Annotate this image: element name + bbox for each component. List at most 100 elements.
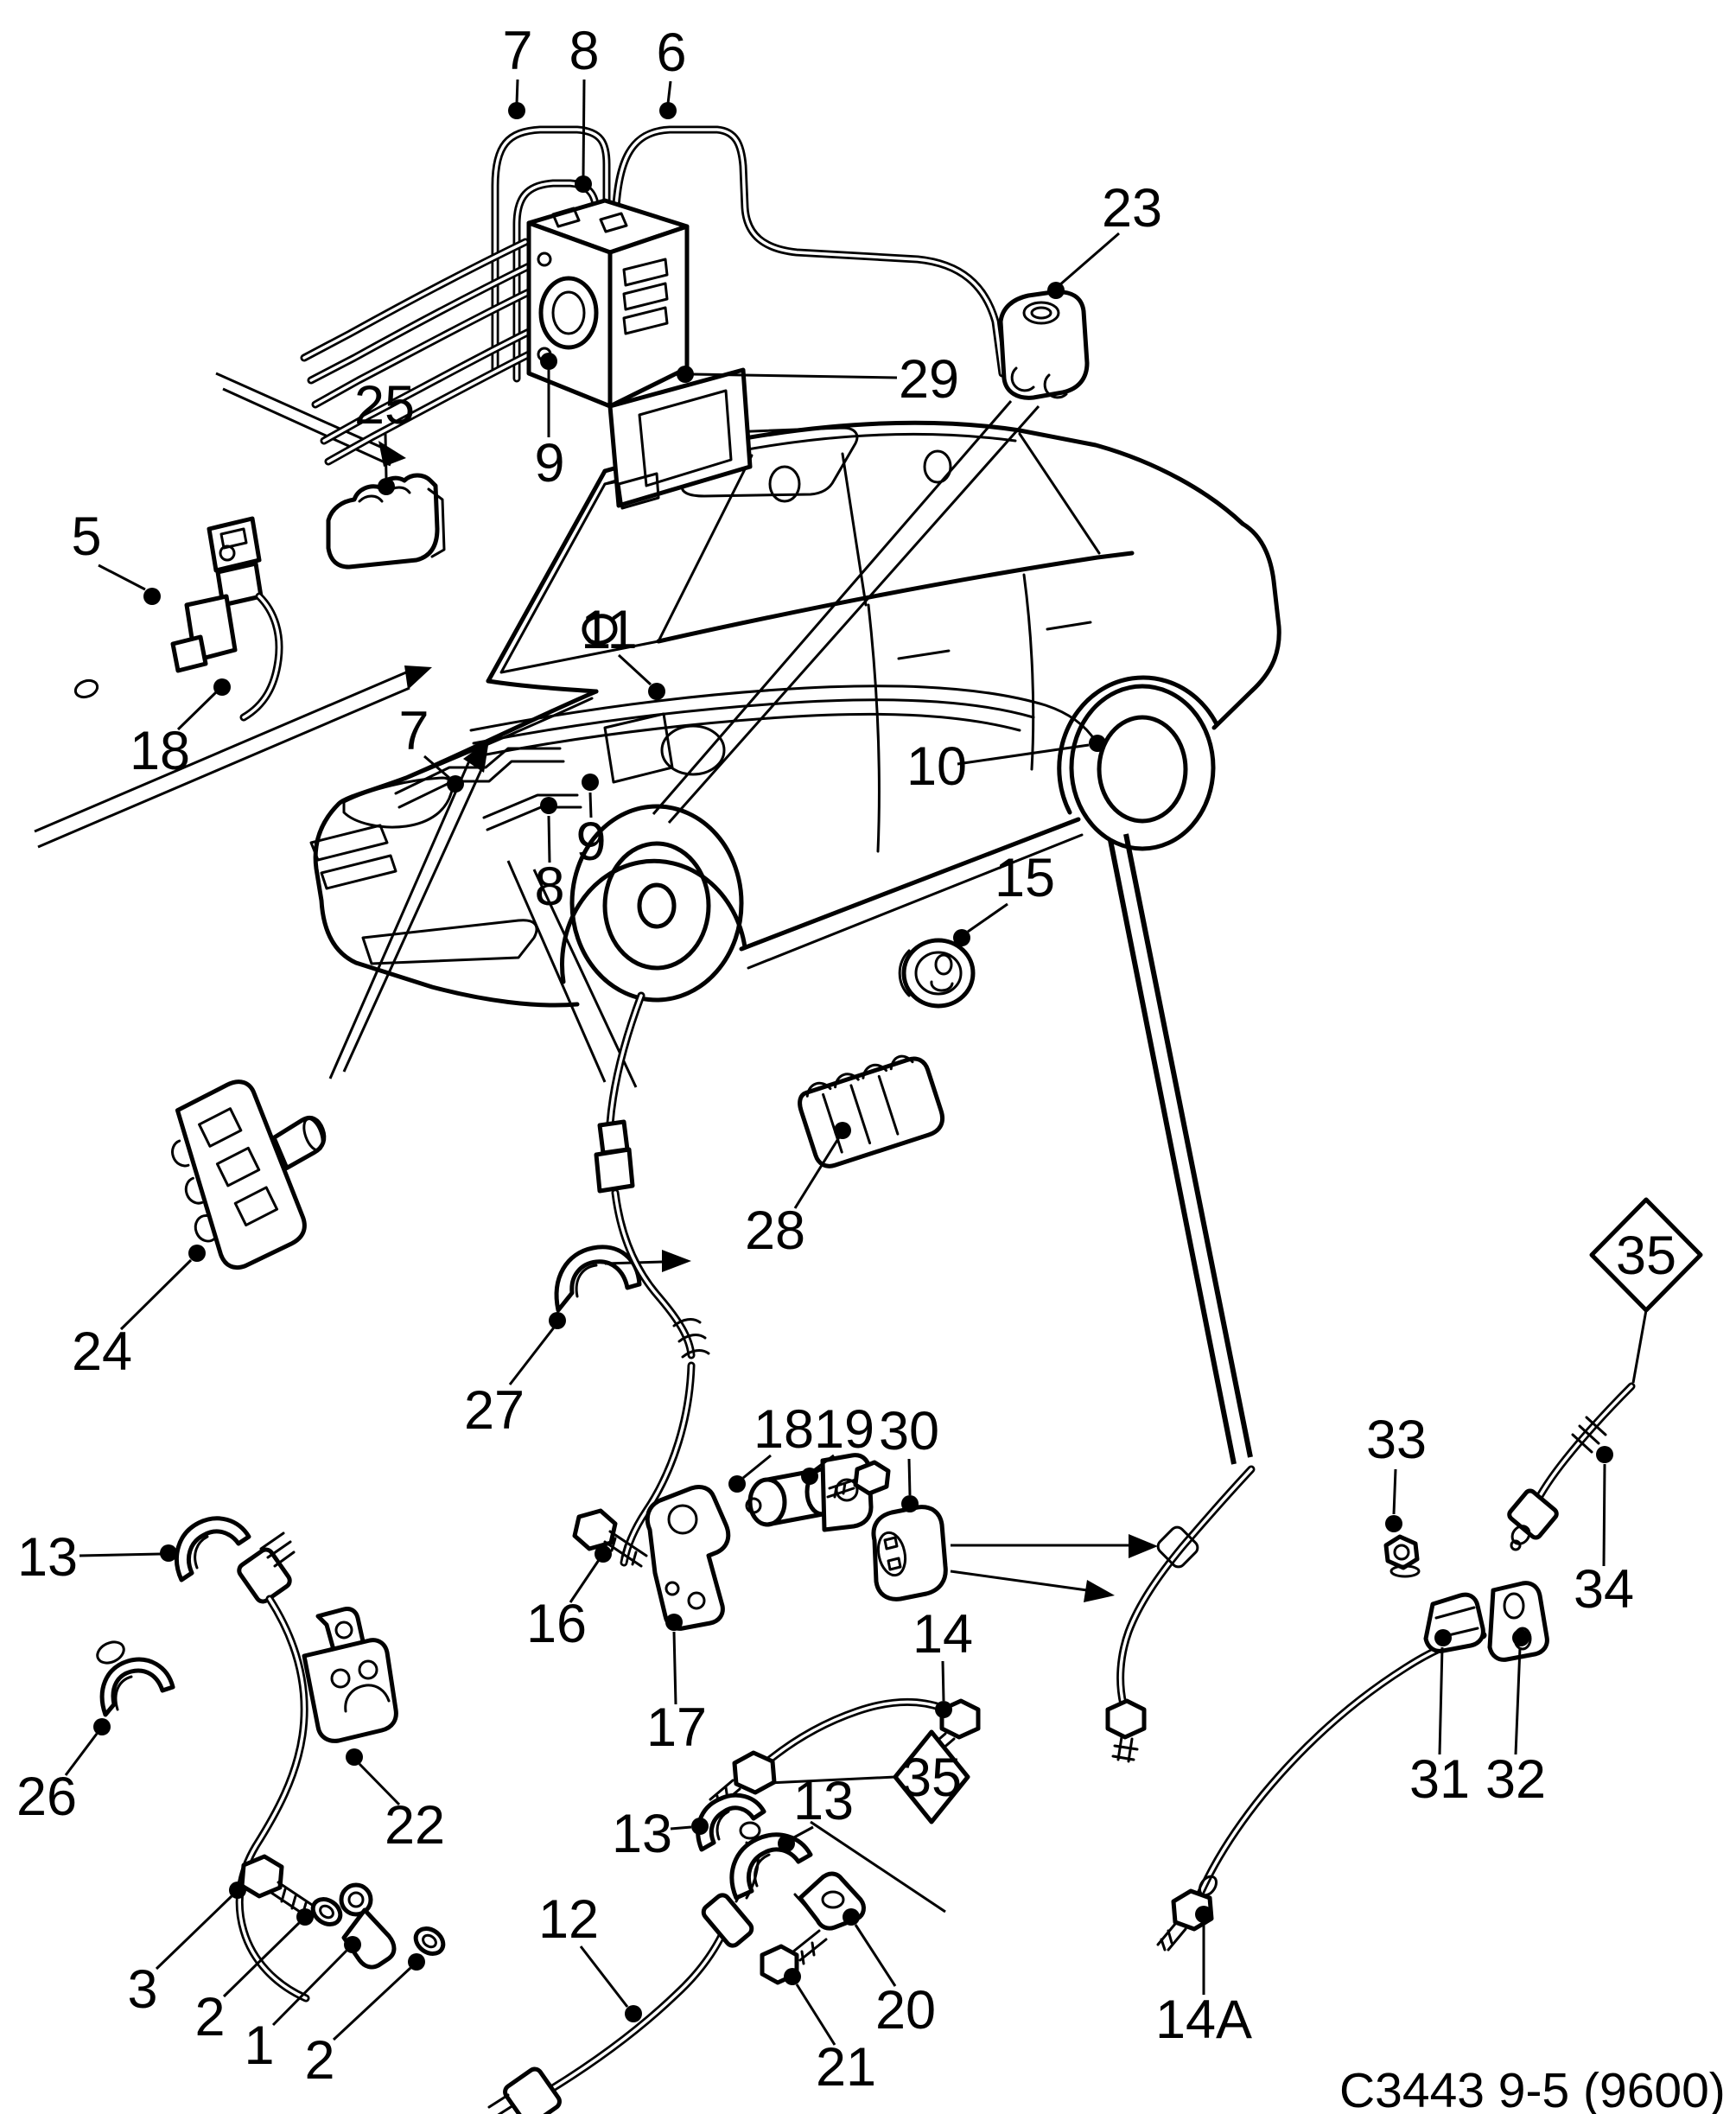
svg-text:13: 13 (612, 1804, 672, 1864)
part-2-washer-a (310, 1897, 343, 1926)
callout-33: 33 (1366, 1410, 1427, 1532)
callout-34: 34 (1574, 1446, 1634, 1620)
callout-25: 25 (354, 375, 415, 495)
callout-20: 20 (843, 1908, 936, 2041)
callout-26: 26 (16, 1718, 111, 1827)
svg-text:13: 13 (17, 1527, 78, 1588)
callout-32: 32 (1485, 1629, 1546, 1810)
part-22-bracket (302, 1607, 398, 1743)
part-34-hose-end (1507, 1382, 1636, 1551)
part-2-washer-b (413, 1926, 446, 1956)
svg-text:23: 23 (1102, 178, 1162, 239)
callout-2-a: 2 (194, 1908, 314, 2047)
part-15-grommet (898, 938, 976, 1009)
part-16-bolt (572, 1508, 648, 1568)
callout-7-top: 7 (502, 21, 533, 119)
callout-21: 21 (784, 1968, 876, 2098)
callout-27: 27 (464, 1312, 566, 1441)
callout-22: 22 (346, 1748, 445, 1856)
svg-text:14: 14 (913, 1604, 973, 1665)
svg-text:8: 8 (569, 21, 599, 81)
svg-text:28: 28 (745, 1200, 805, 1261)
callout-1: 1 (244, 1936, 361, 2076)
part-29-abs-control-module (607, 367, 753, 510)
callout-3: 3 (127, 1882, 246, 2020)
svg-text:15: 15 (995, 848, 1055, 908)
svg-text:29: 29 (899, 349, 959, 410)
callouts: 7 8 6 23 29 25 5 9 18 11 7 10 8 9 15 24 … (16, 21, 1634, 2098)
callout-10: 10 (906, 735, 1106, 797)
part-23-pipe-clamp (998, 290, 1090, 400)
diamond-35-bottom: 35 (893, 1729, 970, 1824)
svg-text:24: 24 (72, 1321, 132, 1382)
part-30-rubber-sleeve (871, 1505, 1158, 1602)
callout-13-mid-a: 13 (612, 1804, 709, 1864)
rear-brake-pipe-35 (1105, 1465, 1256, 1763)
car-brake-pipe-run (469, 685, 1097, 758)
engine-bay-pipes (394, 712, 726, 831)
callout-31: 31 (1409, 1629, 1470, 1810)
callout-19: 19 (801, 1399, 874, 1485)
svg-text:2: 2 (194, 1987, 225, 2047)
abs-sensor-cable (594, 991, 710, 1567)
callout-24: 24 (72, 1245, 206, 1382)
part-28-pipe-clip (798, 1054, 945, 1168)
callout-14A: 14A (1155, 1906, 1252, 2050)
svg-text:13: 13 (793, 1771, 854, 1831)
callout-35-bottom: 35 (901, 1748, 962, 1808)
part-24-pipe-clip-grommet (171, 1079, 327, 1270)
callout-18-mid: 18 (728, 1399, 814, 1493)
callout-13-left: 13 (17, 1527, 177, 1588)
callout-18-left: 18 (130, 678, 231, 781)
brake-pipe-bundle-9 (300, 238, 544, 466)
callout-9-car: 9 (575, 774, 607, 872)
part-27-clip (554, 1245, 691, 1313)
svg-text:18: 18 (130, 721, 190, 781)
callout-2-b: 2 (304, 1953, 425, 2091)
diamond-35-top: 35 (1589, 1197, 1703, 1384)
svg-text:25: 25 (354, 375, 415, 436)
svg-text:14A: 14A (1155, 1990, 1252, 2050)
callout-11: 11 (581, 600, 665, 700)
part-26-clip (96, 1640, 175, 1717)
part-31-clip (1423, 1592, 1485, 1653)
callout-16: 16 (526, 1545, 612, 1654)
svg-text:9: 9 (575, 812, 606, 872)
callout-8-car: 8 (534, 797, 565, 917)
part-33-nut (1383, 1534, 1421, 1578)
svg-text:12: 12 (538, 1889, 599, 1950)
callout-7-car: 7 (398, 701, 464, 793)
part-17-bracket (645, 1484, 731, 1631)
part-18-sensor-holder (745, 1453, 874, 1532)
part-12-brake-hose (487, 1821, 761, 2114)
callout-35-top: 35 (1616, 1226, 1676, 1286)
callout-8-top: 8 (569, 21, 600, 193)
car-overview (309, 420, 1281, 1008)
svg-text:17: 17 (646, 1697, 707, 1758)
part-5-sensor-connector (73, 516, 283, 722)
svg-text:19: 19 (814, 1399, 874, 1460)
svg-text:31: 31 (1409, 1749, 1470, 1810)
callout-9-left: 9 (534, 353, 565, 493)
svg-text:27: 27 (464, 1380, 525, 1441)
svg-text:2: 2 (304, 2030, 334, 2091)
callout-28: 28 (745, 1122, 851, 1261)
callout-13-mid-b: 13 (778, 1771, 854, 1852)
callout-15: 15 (953, 848, 1055, 946)
svg-text:9: 9 (534, 433, 564, 493)
callout-30: 30 (879, 1401, 939, 1512)
svg-text:22: 22 (385, 1795, 445, 1856)
svg-text:20: 20 (875, 1980, 936, 2041)
svg-text:7: 7 (502, 21, 532, 81)
callout-23: 23 (1047, 178, 1162, 299)
svg-text:8: 8 (534, 856, 564, 917)
part-32-bracket (1487, 1581, 1549, 1662)
callout-6: 6 (656, 22, 687, 119)
callout-12: 12 (538, 1889, 642, 2022)
svg-text:32: 32 (1485, 1749, 1546, 1810)
sensor-cable-18 (239, 592, 283, 722)
svg-text:3: 3 (127, 1959, 157, 2020)
svg-text:1: 1 (244, 2015, 274, 2076)
